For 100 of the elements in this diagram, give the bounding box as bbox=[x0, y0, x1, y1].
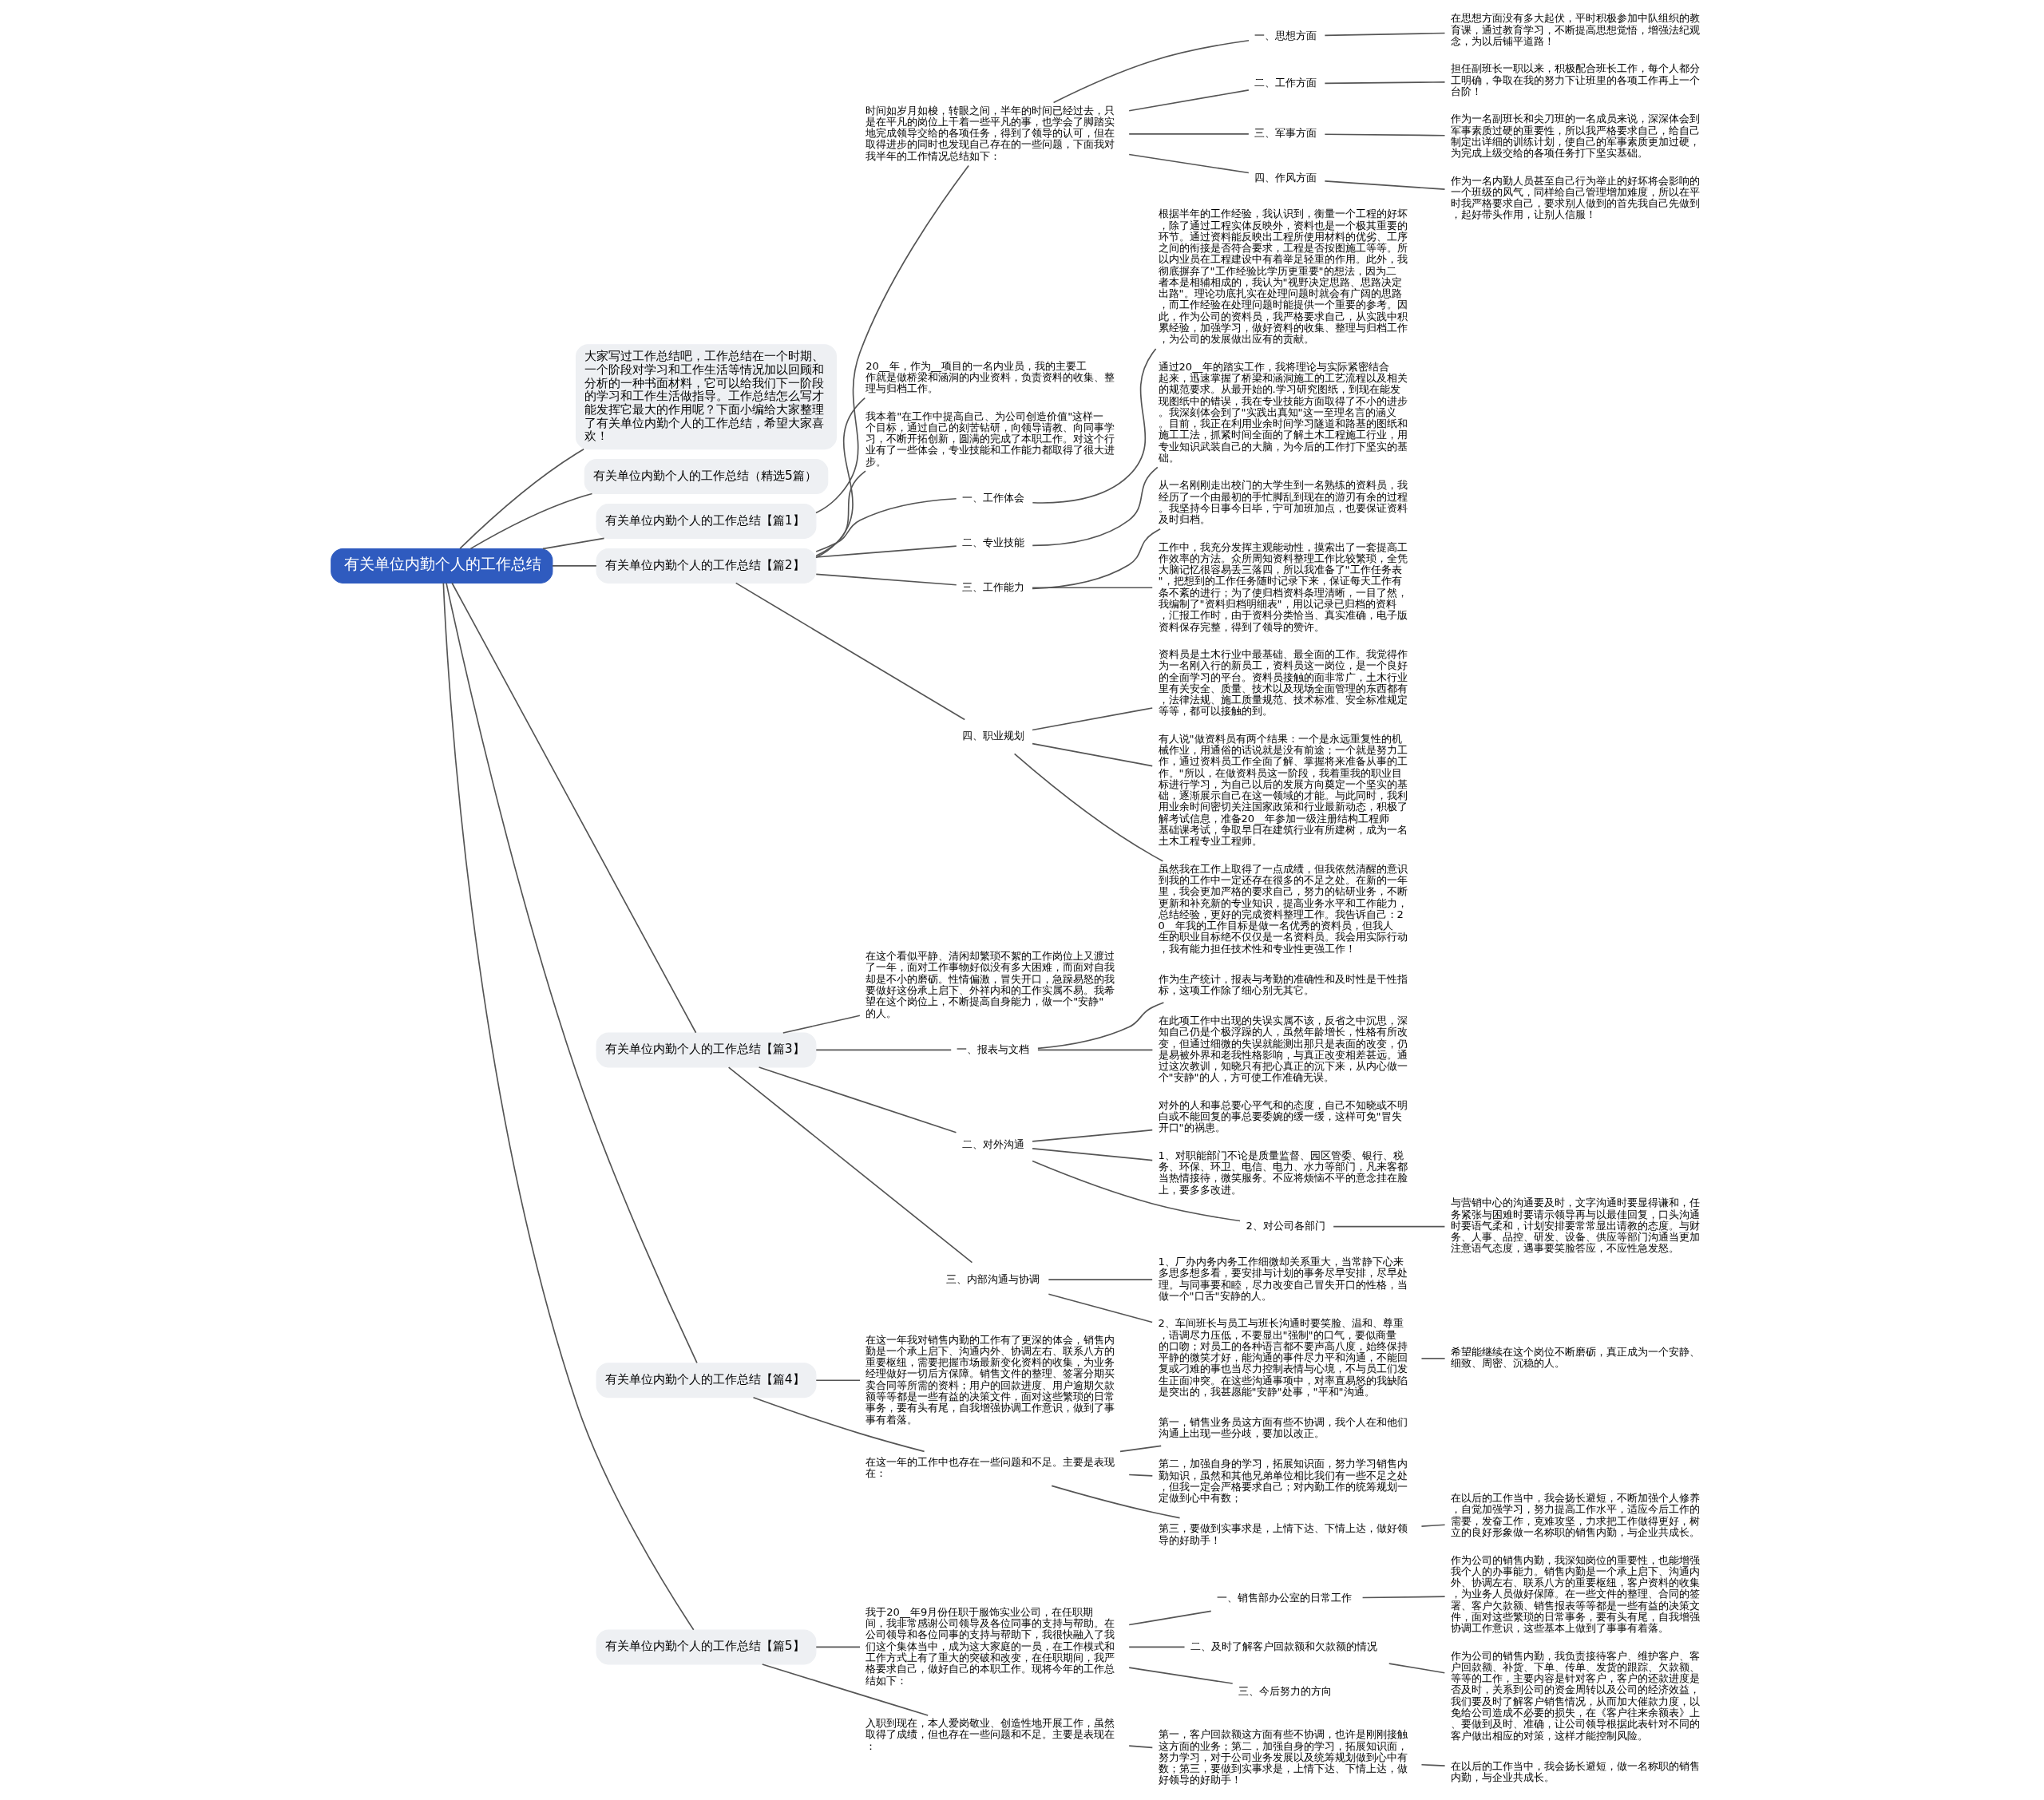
connector bbox=[814, 545, 957, 558]
connector bbox=[752, 1396, 925, 1453]
connector bbox=[1031, 587, 1153, 589]
connector bbox=[814, 573, 957, 586]
node-text: 三、工作能力 bbox=[961, 580, 1024, 593]
node-text: 1、对职能部门不论是质量监督、园区管委、银行、税务、环保、环卫、电信、电力、水力等部门，凡来客都当热情接待，微笑服务。不应将烦恼不平的意念挂在脸上，要多多改进。 bbox=[1158, 1149, 1408, 1196]
connector bbox=[1052, 39, 1250, 104]
node-text: 在以后的工作当中，我会扬长避短，不断加强个人修养，自觉加强学习，努力提高工作水平，适应今后工作的需要，发奋工作，克难攻坚，力求把工作做得更好，树立的良好形象做一名称职的销售内勤，与企业共成长。 bbox=[1450, 1492, 1700, 1539]
node-text: 二、对外沟通 bbox=[961, 1137, 1024, 1150]
connector bbox=[1127, 133, 1250, 135]
node-text: 第二，加强自身的学习，拓展知识面，努力学习销售内勤知识，虽然和其他兄弟单位相比我们有一些不足之处，但我一定会严格要求自己；对内勤工作的统筹规划一定做到心中有数； bbox=[1158, 1458, 1408, 1505]
connector bbox=[1361, 1596, 1445, 1599]
node-text: 三、今后努力的方向 bbox=[1238, 1684, 1332, 1697]
node-text: 作为一名内勤人员甚至自己行为举止的好坏将会影响的一个班级的风气，同样给自己管理增加难度，所以在平时我严格要求自己，要求别人做到的首先我自己先做到，起好带头作用，让别人信服！ bbox=[1450, 174, 1700, 221]
connector bbox=[1324, 81, 1445, 85]
node-text: 作为生产统计，报表与考勤的准确性和及时性是干性指标，这项工作除了细心别无其它。 bbox=[1158, 972, 1408, 996]
connector bbox=[814, 497, 957, 552]
connector bbox=[782, 1015, 861, 1034]
node-text: 作为公司的销售内勤，我负责接待客户、维护客户、客户回款额、补货、下单、传单、发货的跟踪、欠款额、等等的工作，主要内容是针对客户，客户的还款进度是否及时，关系到公司的资金周转以及公司的经济效益，我们要及时了解客户销售情况，从而加大催款力度，以免给公司造成不必要的损失，在《客户往来余额表》上、要做到及时、准确，让公司领导根据此表针对不同的客户做出相应的对策，这样才能控制风险。 bbox=[1450, 1649, 1700, 1742]
node-box: 有关单位内勤个人的工作总结【篇1】 bbox=[596, 504, 816, 539]
node-text: 第一，销售业务员这方面有些不协调，我个人在和他们沟通上出现一些分歧，要加以改正。 bbox=[1158, 1416, 1408, 1440]
node-text: 1、厂办内务内务工作细微却关系重大，当常静下心来多思多想多看，要安排与计划的事务尽早安排，尽早处理。与同事要和睦，尽力改变自己冒失开口的性格，当做一个"口舌"安静的人。 bbox=[1158, 1256, 1408, 1302]
node-text: 我本着"在工作中提高自己、为公司创造价值"这样一个目标，通过自己的刻苦钻研，向领导请教、向同事学习，不断开拓创新，圆满的完成了本职工作。对这个行业有了一些体会，专业技能和工作能力都取得了很大进步。 bbox=[865, 409, 1115, 468]
connector bbox=[1031, 466, 1159, 547]
connector bbox=[1031, 1129, 1153, 1142]
node-text: 一、思想方面 bbox=[1254, 29, 1317, 42]
node-text: 虽然我在工作上取得了一点成绩，但我依然清醒的意识到我的工作中一定还存在很多的不足之处。在新的一年里，我会更加严格的要求自己，努力的钻研业务，不断更新和补充新的专业知识，提高业务水平和工作能力，总结经验，更好的完成资料整理工作。我告诉自己：20__年我的工作目标是做一名优秀的资料员，但我人生的职业目标绝不仅仅是一名资料员。我会用实际行动，我有能力担任技术性和专业性更强工作！ bbox=[1158, 862, 1408, 955]
node-text: 第三，要做到实事求是，上情下达、下情上达，做好领导的好助手！ bbox=[1158, 1522, 1408, 1546]
connector bbox=[1036, 1002, 1164, 1050]
node-text: 资料员是土木行业中最基础、最全面的工作。我觉得作为一名刚入行的新员工，资料员这一岗位，是一个良好的全面学习的平台。资料员接触的面非常广，土木行业里有关安全、质量、技术以及现场全面管理的东西都有，法律法规、施工质量规范、技术标准、安全标准规定等等，都可以接触的到。 bbox=[1158, 648, 1408, 718]
connector bbox=[1119, 1445, 1162, 1453]
connector bbox=[814, 1049, 952, 1051]
node-text: 在这一年我对销售内勤的工作有了更深的体会，销售内勤是一个承上启下、沟通内外、协调左右、联系八方的重要枢纽，需要把握市场最新变化资料的收集，为业务经理做好一切后方保障。销售文件的整理、签署分期买卖合同等所需的资料；用户的回款进度、用户逾期欠款额等等都是一些有益的决策文件，面对这些繁琐的日常事务，要有头有尾，自我增强协调工作意识，做到了事事有着落。 bbox=[865, 1333, 1115, 1426]
connector bbox=[450, 582, 696, 1034]
node-text: 一、报表与文档 bbox=[956, 1042, 1029, 1055]
node-text: 一、工作体会 bbox=[961, 491, 1024, 504]
connector bbox=[1420, 1358, 1445, 1359]
connector bbox=[814, 470, 866, 557]
node-text: 一、销售部办公室的日常工作 bbox=[1216, 1592, 1352, 1604]
connector bbox=[1127, 1745, 1153, 1749]
connector bbox=[1031, 528, 1161, 590]
connector bbox=[1127, 1646, 1185, 1648]
connector bbox=[1332, 1225, 1445, 1228]
connector bbox=[814, 397, 866, 559]
connector bbox=[1127, 89, 1250, 112]
connector bbox=[1050, 1485, 1180, 1519]
connector bbox=[1013, 753, 1163, 862]
node-text: 工作中，我充分发挥主观能动性，摸索出了一套提高工作效率的方法。众所周知资料整理工作比较繁琐，全凭大脑记忆很容易丢三落四，所以我准备了"工作任务表"，把想到的工作任务随时记录下来，保证每天工作有条不紊的进行；为了使归档资料条理清晰，一目了然，我编制了"资料归档明细表"，用以记录已归档的资料，汇报工作时，由于资料分类恰当、真实准确，电子版资料保存完整，得到了领导的赞许。 bbox=[1158, 540, 1408, 633]
node-text: 2、对公司各部门 bbox=[1246, 1219, 1325, 1232]
node-text: 我于20__年9月份任职于服饰实业公司，在任职期间，我非常感谢公司领导及各位同事的支持与帮助。在公司领导和各位同事的支持与帮助下，我很快融入了我们这个集体当中，成为这大家庭的一员，在工作模式和工作方式上有了重大的突破和改变，在任职期间，我严格要求自己，做好自己的本职工作。现将今年的工作总结如下： bbox=[865, 1605, 1115, 1687]
node-text: 入职到现在，本人爱岗敬业、创造性地开展工作，虽然取得了成绩，但也存在一些问题和不足。主要是表现在： bbox=[865, 1717, 1115, 1752]
connector bbox=[1127, 1667, 1234, 1684]
node-text: 作为一名副班长和尖刀班的一名成员来说，深深体会到军事素质过硬的重要性，所以我严格要求自己，给自己制定出详细的训练计划，使自己的军事素质更加过硬，为完成上级交给的各项任务打下坚实基础。 bbox=[1450, 113, 1700, 160]
connector bbox=[1048, 1293, 1153, 1323]
connector bbox=[1048, 1279, 1153, 1280]
node-text: 二、及时了解客户回款额和欠款额的情况 bbox=[1190, 1640, 1377, 1652]
connector bbox=[814, 164, 969, 514]
node-text: 在此项工作中出现的失误实属不该，反省之中沉思，深知自己仍是个极浮躁的人，虽然年龄增长，性格有所改变，但通过细微的失误就能测出那只是表面的改变，仍是易被外界和老我性格影响，与真正改变相差甚远。通过这次教训，知晓只有把心真正的沉下来，从内心做一个"安静"的人，方可使工作准确无误。 bbox=[1158, 1015, 1408, 1084]
node-text: 从一名刚刚走出校门的大学生到一名熟练的资料员，我经历了一个由最初的手忙脚乱到现在的游刃有余的过程。我坚持今日事今日毕，宁可加班加点，也要保证资料及时归档。 bbox=[1158, 479, 1408, 526]
connector bbox=[758, 1066, 957, 1133]
connector bbox=[1032, 348, 1156, 504]
node-text: 担任副班长一职以来，积极配合班长工作，每个人都分工明确，争取在我的努力下让班里的各项工作再上一个台阶！ bbox=[1450, 62, 1700, 97]
connector bbox=[445, 582, 698, 1364]
connector bbox=[814, 1379, 861, 1382]
connector bbox=[1031, 707, 1153, 731]
node-text: 在思想方面没有多大起伏，平时积极参加中队组织的教育课，通过教育学习，不断提高思想觉悟，增强法纪观念，为以后铺平道路！ bbox=[1450, 12, 1700, 47]
connector bbox=[814, 1646, 861, 1648]
node-text: 通过20__年的踏实工作，我将理论与实际紧密结合起来，迅速掌握了桥梁和涵洞施工的工艺流程以及相关的规范要求。从最开始的.学习研究图纸，到现在能发现图纸中的错误，我在专业技能方面取得了不小的进步。我深刻体会到了"实践出真知"这一至理名言的涵义。目前，我正在利用业余时间学习隧道和路基的图纸和施工工法，抓紧时间全面的了解土木工程施工行业，用专业知识武装自己的大脑，为今后的工作打下坚实的基础。 bbox=[1158, 360, 1408, 464]
node-text: 有人说"做资料员有两个结果：一个是永远重复性的机械作业，用通俗的话说就是没有前途；一个就是努力工作，通过资料员工作全面了解、掌握将来准备从事的工作。"所以，在做资料员这一阶段，我着重我的职业目标进行学习，为自己以后的发展方向奠定一个坚实的基础，逐渐展示自己在这一领域的才能。与此同时，我利用业余时间密切关注国家政策和行业最新动态，积极了解考试信息，准备20__年参加一级注册结构工程师基础课考试，争取早日在建筑行业有所建树，成为一名土木工程专业工程师。 bbox=[1158, 732, 1408, 848]
connector bbox=[469, 493, 592, 550]
connector bbox=[1031, 742, 1153, 767]
node-text: 希望能继续在这个岗位不断磨砺，真正成为一个安静、细致、周密、沉稳的人。 bbox=[1450, 1346, 1700, 1370]
node-text: 在这个看似平静、清闲却繁琐不絮的工作岗位上又渡过了一年，面对工作事物好似没有多大困难，而面对自我却是不小的磨砺。性情偏激，冒失开口，急躁易怒的我要做好这份承上启下、外祥内和的工作实属不易。我希望在这个岗位上，不断提高自身能力，做一个"安静"的人。 bbox=[865, 950, 1115, 1019]
node-text: 20__年，作为__项目的一名内业员，我的主要工作就是做桥梁和涵洞的内业资料，负责资料的收集、整理与归档工作。 bbox=[865, 359, 1115, 395]
node-box: 有关单位内勤个人的工作总结【篇4】 bbox=[596, 1363, 816, 1398]
node-box: 有关单位内勤个人的工作总结【篇3】 bbox=[596, 1032, 816, 1068]
connector bbox=[1324, 180, 1445, 191]
node-text: 2、车间班长与员工与班长沟通时要笑脸、温和、尊重，语调尽力压低，不要显出"强制"的口气，要似商量的口吻；对员工的各种语言都不要声高八度，始终保持平静的微笑才好，能沟通的事件尽力平和沟通，不能回复或刁难的事也当尽力控制表情与心境，不与员工们发生正面冲突。在这些沟通事项中，对率直易怒的我缺陷是突出的，我甚愿能"安静"处事，"平和"沟通。 bbox=[1158, 1317, 1408, 1398]
connector bbox=[761, 1664, 929, 1716]
node-text: 在这一年的工作中也存在一些问题和不足。主要是表现在： bbox=[865, 1456, 1115, 1480]
node-text: 时间如岁月如梭，转眼之间，半年的时间已经过去，只是在平凡的岗位上干着一些平凡的事，也学会了脚踏实地完成领导交给的各项任务，得到了领导的认可，但在取得进步的同时也发现自己存在的一些问题，下面我对我半年的工作情况总结如下： bbox=[865, 104, 1115, 162]
node-box: 大家写过工作总结吧，工作总结在一个时期、一个阶段对学习和工作生活等情况加以回顾和分析的一种书面材料，它可以给我们下一阶段的学习和工作生活做指导。工作总结怎么写才能发挥它最大的作用呢？下面小编给大家整理了有关单位内勤个人的工作总结，希望大家喜欢！ bbox=[575, 344, 837, 450]
connector bbox=[1388, 1663, 1445, 1674]
node-text: 作为公司的销售内勤，我深知岗位的重要性，也能增强我个人的办事能力。销售内勤是一个承上启下、沟通内外、协调左右、联系八方的重要枢纽，客户资料的收集，为业务人员做好保障。在一些文件的整理、合同的签署、客户欠款额、销售报表等等都是一些有益的决策文件，面对这些繁琐的日常事务，要有头有尾，自我增强协调工作意识，这些基本上做到了事事有着落。 bbox=[1450, 1553, 1700, 1635]
node-text: 对外的人和事总要心平气和的态度，自己不知晓或不明白或不能回复的事总要委婉的缓一缓，这样可免"冒失开口"的祸患。 bbox=[1158, 1098, 1408, 1134]
node-text: 四、职业规划 bbox=[961, 730, 1024, 742]
connector bbox=[541, 537, 604, 550]
connector bbox=[442, 582, 695, 1631]
connector bbox=[1324, 133, 1445, 136]
connector bbox=[1036, 1049, 1153, 1051]
node-text: 第一，客户回款额这方面有些不协调，也许是刚刚接触这方面的业务；第二，加强自身的学习，拓展知识面，努力学习，对于公司业务发展以及统筹规划做到心中有数；第三，要做到实事求是，上情下达、下情上达，做好领导的好助手！ bbox=[1158, 1728, 1408, 1786]
node-box: 有关单位内勤个人的工作总结（精选5篇） bbox=[584, 459, 828, 495]
connector bbox=[1031, 1148, 1153, 1161]
connector bbox=[551, 565, 597, 567]
node-box: 有关单位内勤个人的工作总结 bbox=[330, 548, 553, 584]
node-text: 三、内部沟通与协调 bbox=[945, 1272, 1040, 1285]
connector bbox=[458, 448, 584, 549]
connector bbox=[1127, 153, 1250, 174]
connector bbox=[1031, 1160, 1241, 1222]
node-text: 二、工作方面 bbox=[1254, 77, 1317, 89]
